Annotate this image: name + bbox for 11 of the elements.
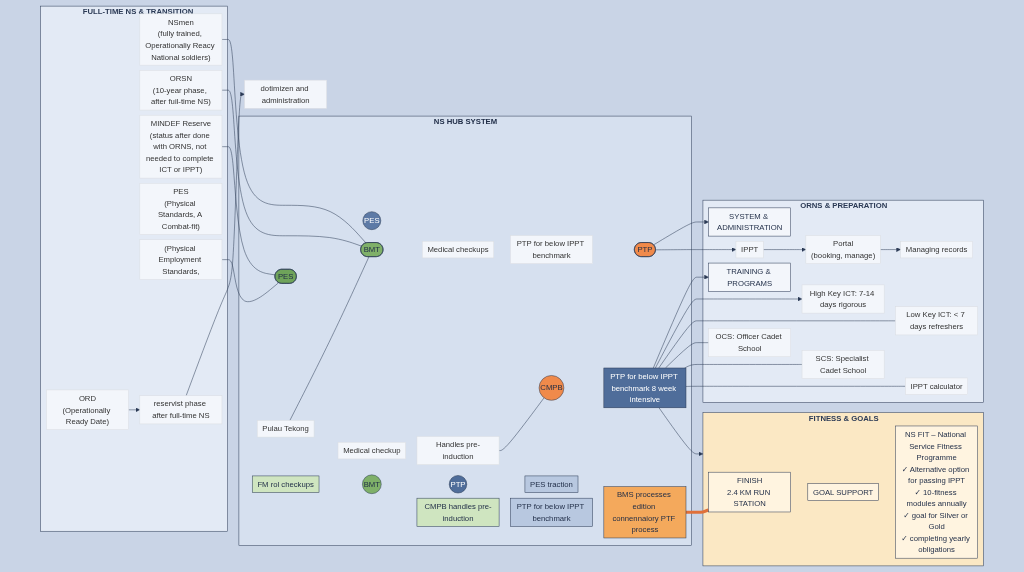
- connector: [684, 364, 803, 369]
- connector: [221, 259, 279, 302]
- connector: [685, 386, 906, 387]
- connector: [685, 508, 710, 514]
- connector: [665, 342, 709, 369]
- connector: [221, 146, 276, 276]
- connector: [221, 89, 363, 247]
- connector: [658, 320, 896, 369]
- connector: [221, 39, 367, 244]
- connector: [498, 397, 545, 451]
- connector: [289, 256, 370, 421]
